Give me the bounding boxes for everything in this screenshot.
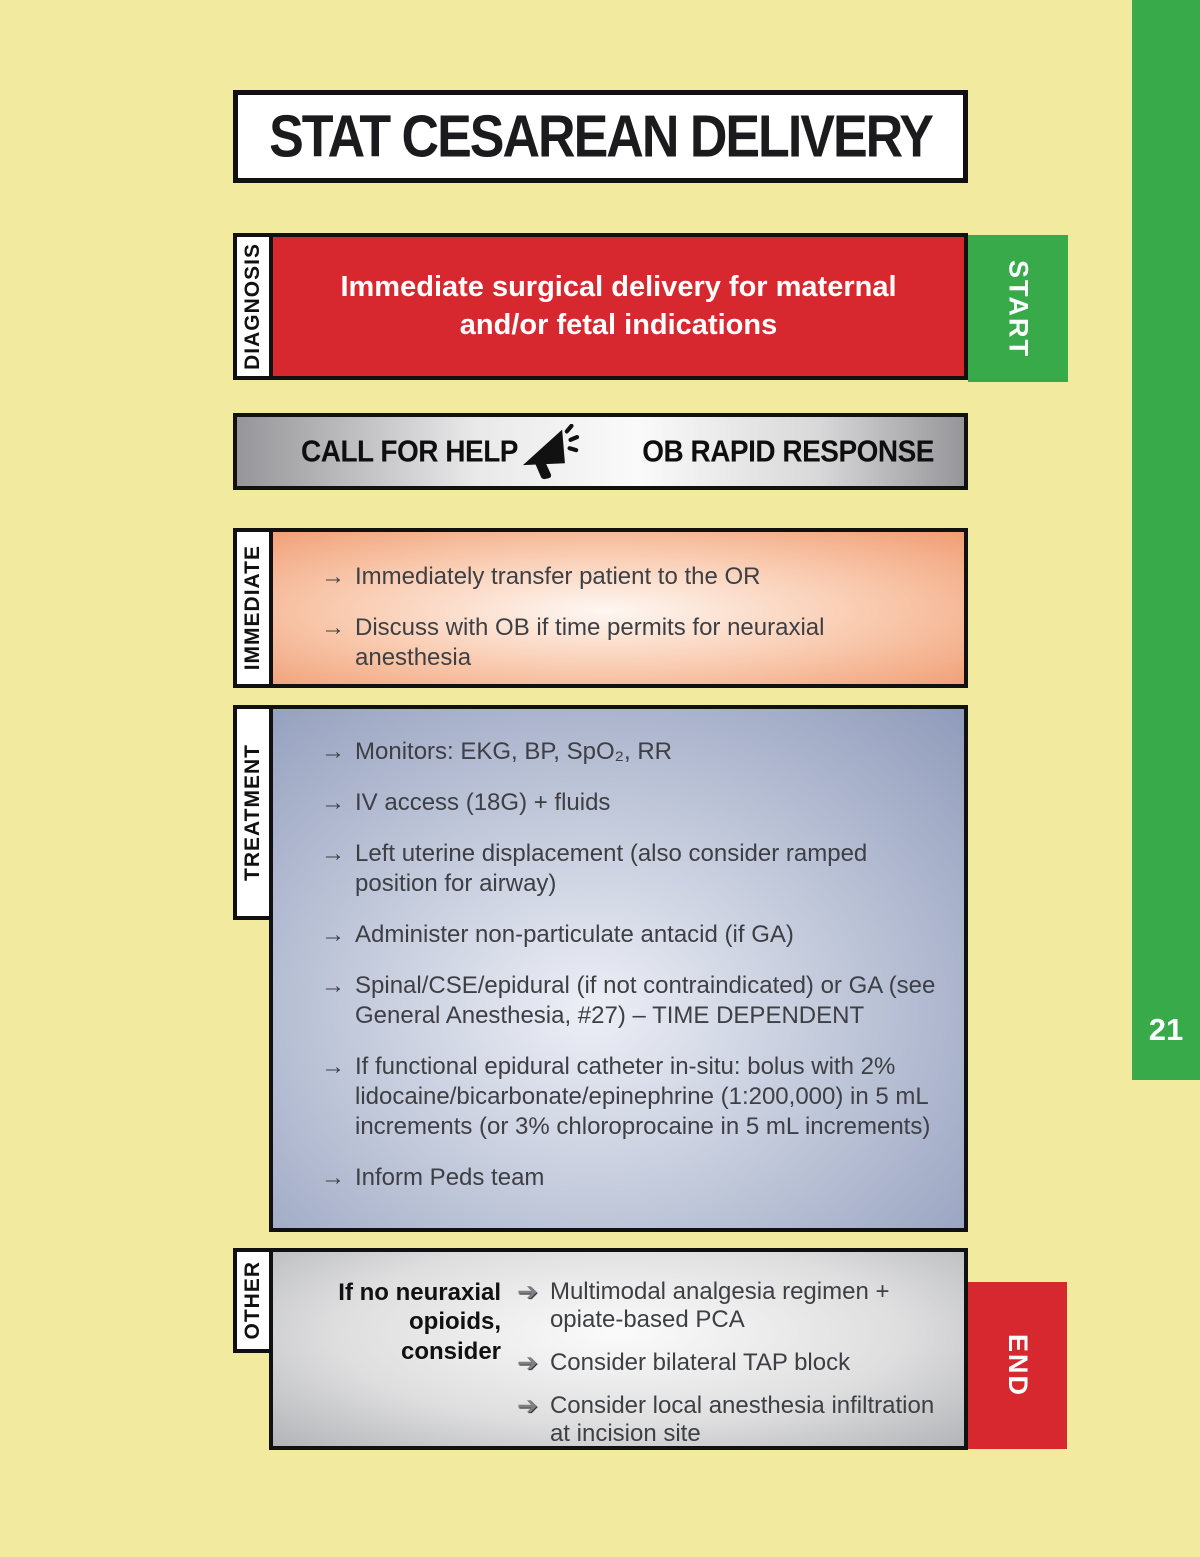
- list-item: → Left uterine displacement (also consid…: [321, 839, 938, 899]
- arrow-icon: →: [321, 1164, 345, 1191]
- arrow-icon: →: [321, 789, 345, 816]
- other-item-text: Consider local anesthesia infiltration a…: [549, 1392, 935, 1447]
- diagnosis-section-label-text: DIAGNOSIS: [241, 243, 264, 370]
- arrow-icon: →: [321, 921, 345, 948]
- list-item: → IV access (18G) + fluids: [321, 788, 938, 818]
- arrow-icon: →: [321, 614, 345, 641]
- list-item: → Discuss with OB if time permits for ne…: [321, 613, 938, 673]
- treatment-item-text: Inform Peds team: [355, 1164, 545, 1191]
- end-tab: END: [968, 1282, 1067, 1449]
- list-item: ➔ Multimodal analgesia regimen + opiate-…: [517, 1278, 948, 1334]
- list-item: ➔ Consider local anesthesia infiltration…: [517, 1392, 948, 1448]
- list-item: → If functional epidural catheter in-sit…: [321, 1052, 938, 1142]
- treatment-section-label-text: TREATMENT: [241, 744, 264, 881]
- other-section-label: OTHER: [233, 1248, 273, 1353]
- list-item: → Monitors: EKG, BP, SpO₂, RR: [321, 737, 938, 767]
- treatment-item-text: Administer non-particulate antacid (if G…: [355, 921, 794, 948]
- diagnosis-text: Immediate surgical delivery for maternal…: [340, 270, 897, 341]
- start-tab: START: [968, 235, 1068, 382]
- start-tab-label: START: [1003, 259, 1034, 358]
- treatment-section-label: TREATMENT: [233, 705, 273, 920]
- immediate-section-label-text: IMMEDIATE: [241, 545, 264, 671]
- other-box: If no neuraxial opioids, consider ➔ Mult…: [269, 1248, 968, 1450]
- end-tab-label: END: [1003, 1333, 1033, 1397]
- megaphone-icon: [523, 423, 580, 479]
- treatment-item-text: Left uterine displacement (also consider…: [355, 840, 868, 897]
- other-heading: If no neuraxial opioids, consider: [338, 1279, 501, 1365]
- arrow-icon: →: [321, 563, 345, 590]
- treatment-item-text: IV access (18G) + fluids: [355, 789, 611, 816]
- call-for-help-label: CALL FOR HELP: [301, 434, 518, 468]
- list-item: → Administer non-particulate antacid (if…: [321, 920, 938, 950]
- treatment-box: → Monitors: EKG, BP, SpO₂, RR → IV acces…: [269, 705, 968, 1232]
- arrow-icon: →: [321, 840, 345, 867]
- call-for-help-bar: CALL FOR HELP OB RAPID RESPONSE: [233, 413, 968, 490]
- immediate-item-text: Immediately transfer patient to the OR: [355, 563, 761, 590]
- list-item: → Inform Peds team: [321, 1163, 938, 1193]
- treatment-item-text: Spinal/CSE/epidural (if not contraindica…: [355, 972, 936, 1029]
- treatment-item-text: Monitors: EKG, BP, SpO₂, RR: [355, 738, 672, 765]
- right-sidebar: 21: [1132, 0, 1200, 1080]
- page-title: STAT CESAREAN DELIVERY: [269, 103, 934, 170]
- arrow-icon: →: [321, 738, 345, 765]
- other-section-label-text: OTHER: [241, 1261, 264, 1340]
- immediate-section-label: IMMEDIATE: [233, 528, 273, 688]
- diagnosis-section-label: DIAGNOSIS: [233, 233, 273, 380]
- treatment-item-text: If functional epidural catheter in-situ:…: [355, 1053, 931, 1140]
- arrow-icon: →: [321, 972, 345, 999]
- list-item: → Immediately transfer patient to the OR: [321, 562, 938, 592]
- page-number: 21: [1148, 1012, 1184, 1047]
- chunky-arrow-icon: ➔: [517, 1392, 538, 1420]
- ob-rapid-response-label: OB RAPID RESPONSE: [642, 434, 934, 468]
- chunky-arrow-icon: ➔: [517, 1349, 538, 1377]
- title-box: STAT CESAREAN DELIVERY: [233, 90, 968, 183]
- other-item-text: Consider bilateral TAP block: [549, 1349, 851, 1376]
- immediate-item-text: Discuss with OB if time permits for neur…: [355, 614, 825, 671]
- arrow-icon: →: [321, 1053, 345, 1080]
- chunky-arrow-icon: ➔: [517, 1278, 538, 1306]
- immediate-box: → Immediately transfer patient to the OR…: [269, 528, 968, 688]
- other-item-text: Multimodal analgesia regimen + opiate-ba…: [549, 1278, 890, 1333]
- diagnosis-box: Immediate surgical delivery for maternal…: [269, 233, 968, 380]
- list-item: ➔ Consider bilateral TAP block: [517, 1349, 948, 1377]
- list-item: → Spinal/CSE/epidural (if not contraindi…: [321, 971, 938, 1031]
